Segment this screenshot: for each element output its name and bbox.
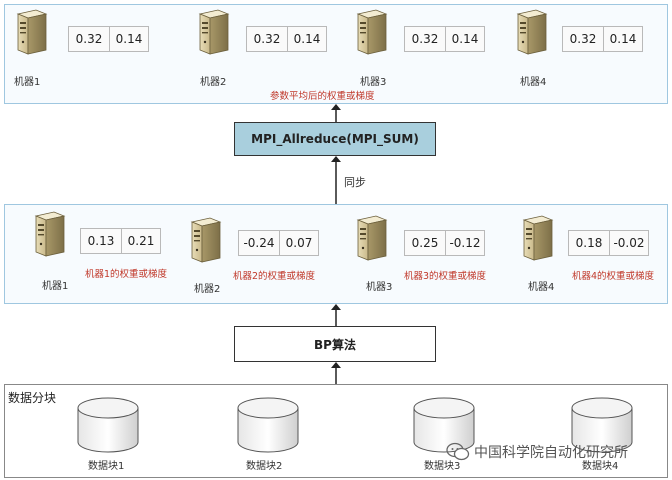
data-block-label: 数据块4 [582,461,619,472]
allreduce-box: MPI_Allreduce(MPI_SUM) [234,122,436,156]
value-cell: 0.32 [246,26,288,52]
data-block-label: 数据块2 [246,461,283,472]
machine-label: 机器4 [520,77,547,88]
server-icon [196,8,230,56]
value-cell: -0.24 [238,230,280,256]
database-icon [236,396,300,454]
machine-label: 机器1 [42,281,69,292]
arrow-up-icon [331,104,341,122]
database-icon [76,396,140,454]
machine-label: 机器1 [14,77,41,88]
local-weights-panel [4,204,668,304]
value-cell: 0.14 [287,26,327,52]
data-block-label: 数据块3 [424,461,461,472]
value-cell: 0.14 [603,26,643,52]
machine-label: 机器3 [366,282,393,293]
server-icon [14,8,48,56]
averaged-weights-panel [4,4,668,104]
machine-label: 机器4 [528,282,555,293]
watermark-text: 中国科学院自动化研究所 [474,445,628,461]
bp-algorithm-box: BP算法 [234,326,436,362]
value-cell: 0.21 [121,228,161,254]
value-cell: -0.12 [445,230,485,256]
machine-note: 机器1的权重或梯度 [85,269,168,280]
value-cell: 0.18 [568,230,610,256]
machine-note: 机器3的权重或梯度 [404,271,487,282]
server-icon [32,210,66,258]
server-icon [188,216,222,264]
machine-label: 机器2 [194,284,221,295]
value-cell: 0.13 [80,228,122,254]
wechat-logo-icon [446,442,470,461]
value-cell: 0.32 [404,26,446,52]
machine-note: 机器2的权重或梯度 [233,271,316,282]
arrow-up-icon [331,362,341,384]
arrow-up-icon [331,304,341,326]
machine-label: 机器3 [360,77,387,88]
sync-label: 同步 [344,176,366,189]
data-block-label: 数据块1 [88,461,125,472]
machine-label: 机器2 [200,77,227,88]
server-icon [520,214,554,262]
value-cell: 0.32 [68,26,110,52]
server-icon [514,8,548,56]
value-cell: 0.32 [562,26,604,52]
arrow-up-icon [331,156,341,204]
machine-note: 机器4的权重或梯度 [572,271,655,282]
value-cell: 0.07 [279,230,319,256]
value-cell: 0.25 [404,230,446,256]
value-cell: -0.02 [609,230,649,256]
server-icon [354,214,388,262]
value-cell: 0.14 [445,26,485,52]
value-cell: 0.14 [109,26,149,52]
averaged-caption: 参数平均后的权重或梯度 [270,91,375,102]
server-icon [354,8,388,56]
data-panel-title: 数据分块 [8,391,57,405]
